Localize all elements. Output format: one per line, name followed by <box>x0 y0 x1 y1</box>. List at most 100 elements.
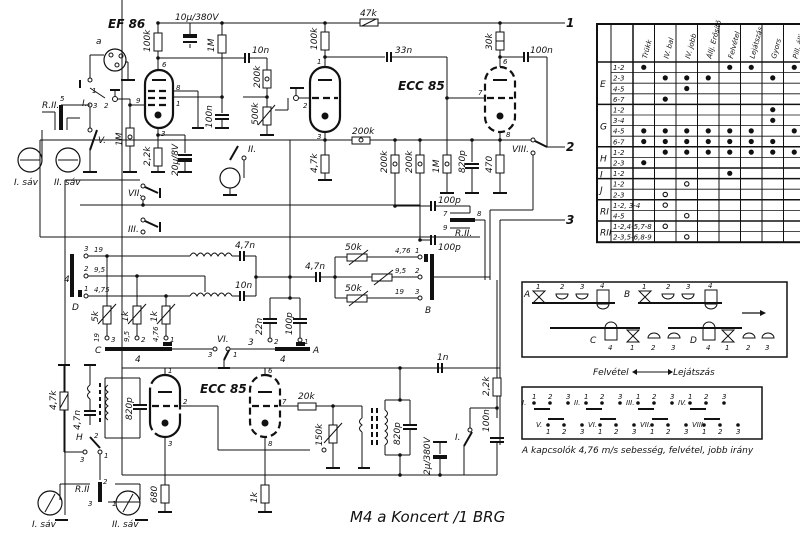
double-arrow-icon <box>632 369 673 375</box>
switch-diagram-frame <box>521 386 763 440</box>
potentiometer-mid[interactable] <box>335 269 418 286</box>
switch-contact-dot <box>688 401 692 405</box>
label-C-4: 4 <box>135 355 141 365</box>
capacitor-10u-380v <box>183 23 197 48</box>
label-c-33n: 33n <box>395 46 412 56</box>
label-H: H <box>76 433 83 443</box>
output-3-label: 3 <box>566 213 574 227</box>
switch-contact-number: 1 <box>636 393 640 401</box>
switch-H[interactable] <box>82 436 103 480</box>
label-c-100p-b: 100p <box>438 243 461 253</box>
speed-9-5: 9,5 <box>395 267 407 275</box>
switch-contact-dot <box>652 401 656 405</box>
switch-I-bottom[interactable] <box>463 407 497 475</box>
tape-head-I-sav <box>17 130 43 173</box>
vi-num-3: 3 <box>208 351 212 359</box>
switch-contact-number: 2 <box>614 428 619 436</box>
potentiometer-5k[interactable] <box>97 254 117 341</box>
switch-contact-number: 2 <box>666 428 671 436</box>
switch-contact-dot <box>704 401 708 405</box>
potentiometer-50k-upper[interactable] <box>335 249 418 266</box>
switch-contact-number: 1 <box>532 393 536 401</box>
resistor-1m-mid <box>440 154 454 194</box>
switch-VIII[interactable] <box>489 137 565 280</box>
label-r-1m-top: 1M <box>207 38 217 52</box>
table-row-label: 1-2, 3-4 <box>613 202 640 210</box>
capacitor-10n-eq <box>239 291 256 301</box>
table-mark-filled <box>641 64 647 70</box>
table-mark-filled <box>641 138 647 145</box>
direction-arrow-icon <box>742 310 766 316</box>
pin-8-top-label: 8 <box>506 131 511 139</box>
table-row-label: 6-7 <box>613 138 625 146</box>
tube-label-ef86: EF 86 <box>108 17 145 31</box>
switch-contact-dot <box>532 401 536 405</box>
table-mark-filled <box>791 64 797 70</box>
capacitor-20u-8v <box>178 135 192 173</box>
label-r-47k: 47k <box>360 9 377 19</box>
label-pot-150k: 150k <box>315 423 325 446</box>
switch-contact-dot <box>562 423 566 427</box>
table-mark-filled <box>662 128 668 134</box>
table-column-header: Pill. állj <box>791 34 800 60</box>
switch-contact-dot <box>548 401 552 405</box>
resistor-1m-top <box>217 23 227 97</box>
capacitor-2u-380v <box>433 441 447 477</box>
b-num-1: 1 <box>415 247 419 255</box>
potentiometer-50k-lower[interactable] <box>335 290 418 307</box>
label-switch-V: V. <box>98 136 106 146</box>
sw-rii-9: 9 <box>443 224 448 232</box>
label-r-1m-mid: 1M <box>432 159 442 173</box>
table-mark-filled <box>748 64 754 70</box>
switch-diagram-label: II. <box>574 399 580 407</box>
switch-R-II-bottom[interactable] <box>59 482 141 503</box>
switch-bar-B[interactable] <box>417 254 490 301</box>
capacitor-820p-top <box>465 138 479 194</box>
label-r-200k-a: 200k <box>380 150 390 173</box>
switch-contact-number: 3 <box>722 393 726 401</box>
b-num-3: 3 <box>415 288 419 296</box>
caption-lejatszas: Lejátszás <box>673 368 715 378</box>
h-num-3: 3 <box>80 456 84 464</box>
output-1-label: 1 <box>566 16 574 30</box>
switch-R-II-input[interactable] <box>42 104 90 130</box>
switch-bar-D[interactable] <box>70 254 82 297</box>
table-row-label: 4-5 <box>613 85 625 93</box>
switch-contact-dot <box>580 423 584 427</box>
sw-num-1: 1 <box>92 87 96 95</box>
switch-diagram-label: V. <box>536 421 542 429</box>
table-row-label: 1-2,4-5,7-8 <box>613 223 652 231</box>
output-2-label: 2 <box>566 140 574 154</box>
potentiometer-1k-b[interactable] <box>156 294 176 341</box>
switch-VII[interactable] <box>80 183 420 207</box>
label-switch-III: III. <box>128 225 139 235</box>
switch-R-II-feedback[interactable] <box>450 212 486 280</box>
switch-diagram-label: VIII. <box>692 421 705 429</box>
table-mark-open <box>683 181 690 187</box>
table-mark-open <box>683 212 690 219</box>
table-mark-open <box>662 202 668 208</box>
head-group-B <box>637 289 722 310</box>
switch-II[interactable] <box>219 145 247 196</box>
potentiometer-150k[interactable] <box>321 404 343 469</box>
resistor-2-2k-b <box>492 280 502 418</box>
eq-speed-9-5: 9,5 <box>94 266 106 274</box>
head-B-2: 2 <box>666 283 671 291</box>
table-mark-filled <box>791 149 797 155</box>
table-row-label: 2-3 <box>613 75 624 83</box>
table-row-label: 6-7 <box>613 96 625 104</box>
capacitor-820p-osc <box>133 378 147 438</box>
table-row-label: 4-5 <box>613 213 625 221</box>
pin-1-label: 1 <box>176 100 180 108</box>
switch-input-1[interactable] <box>79 77 131 105</box>
label-r-4-7k-osc: 4,7k <box>49 390 59 410</box>
switch-III[interactable] <box>140 217 161 235</box>
potentiometer-1k-a[interactable] <box>127 274 147 341</box>
table-row-label: 1-2 <box>613 64 625 72</box>
eq-speed-19: 19 <box>94 246 103 254</box>
label-r-2-2k: 2,2k <box>143 146 153 166</box>
label-r-100k-ecc: 100k <box>310 27 320 50</box>
inductor-lower <box>189 275 240 297</box>
table-row-label: 1-2 <box>613 170 625 178</box>
table-group-label: J <box>598 186 603 196</box>
